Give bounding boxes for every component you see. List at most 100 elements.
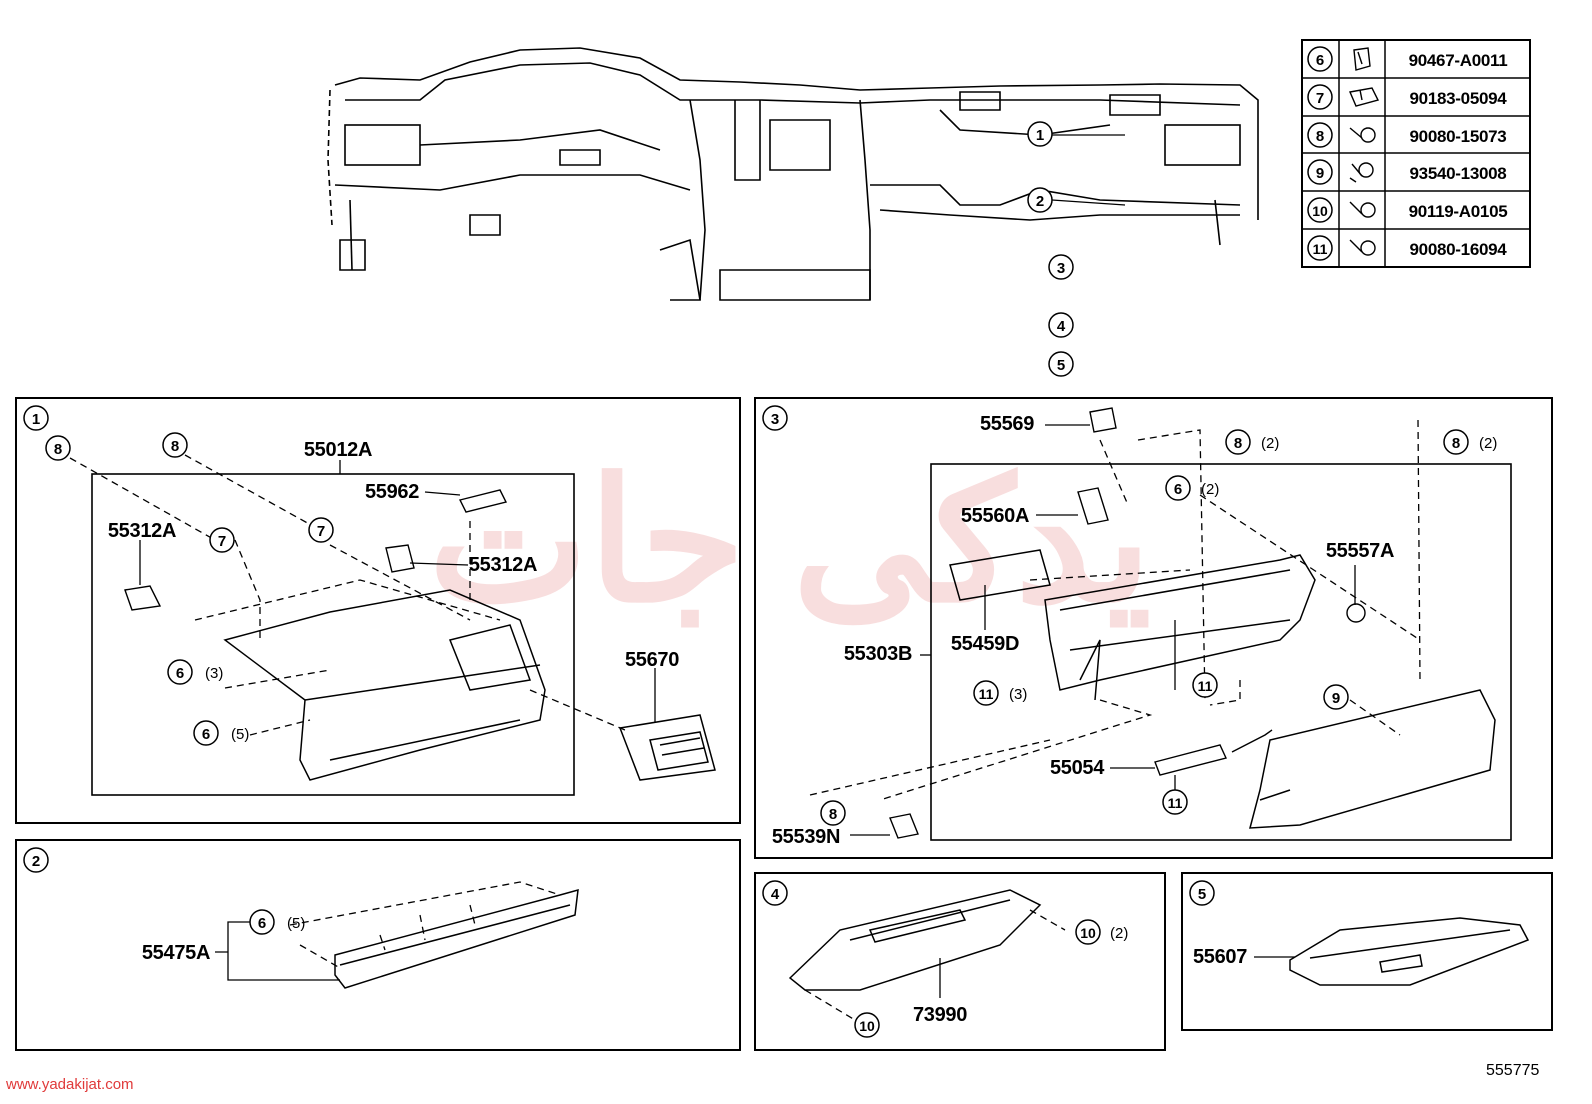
bracket-clip-icon	[1349, 87, 1380, 107]
panel-3: 3	[754, 397, 1553, 859]
fastener-index: 11	[1313, 241, 1328, 257]
overview-callout-2: 2	[1036, 193, 1044, 210]
fastener-index: 9	[1316, 165, 1324, 182]
label-55557a: 55557A	[1326, 540, 1394, 562]
screw-washer-icon	[1349, 239, 1376, 256]
fastener-part-number: 90080-15073	[1410, 127, 1507, 146]
small-parts-drawing	[889, 407, 1366, 839]
label-55054: 55054	[1050, 757, 1105, 779]
leader-lines	[289, 881, 561, 969]
fastener-index: 7	[1316, 90, 1324, 107]
leader-lines	[804, 909, 1066, 1021]
instrument-panel-lower-drawing	[223, 589, 546, 781]
fastener-table: 6 90467-A0011 7 90183-05094 8 90080-1507…	[1301, 39, 1531, 268]
callout-qty: (5)	[231, 726, 249, 743]
fastener-index: 8	[1316, 128, 1324, 145]
label-55569: 55569	[980, 413, 1034, 435]
clip-icon	[1353, 47, 1371, 71]
leader-lines	[809, 419, 1421, 801]
callout-6: 6	[258, 915, 266, 932]
callout-6: 6	[202, 726, 210, 743]
callout-6: 6	[1174, 481, 1182, 498]
panel-1: 1	[15, 397, 741, 824]
callout-6: 6	[176, 665, 184, 682]
fastener-row: 8 90080-15073	[1307, 122, 1507, 148]
callout-10: 10	[1080, 925, 1096, 941]
fastener-row: 7 90183-05094	[1307, 84, 1508, 110]
fastener-row: 9 93540-13008	[1307, 159, 1507, 185]
fastener-part-number: 90119-A0105	[1409, 202, 1508, 221]
panel-5: 5 55607	[1181, 872, 1553, 1031]
callout-8: 8	[1234, 435, 1242, 452]
website-text: www.yadakijat.com	[6, 1076, 134, 1093]
panel-number: 5	[1198, 886, 1206, 903]
callout-qty: (2)	[1479, 435, 1497, 452]
diagram-id: 555775	[1486, 1062, 1540, 1079]
fastener-index: 10	[1312, 203, 1328, 219]
label-leaders	[139, 460, 656, 722]
leader-lines	[69, 454, 626, 736]
callout-8: 8	[54, 441, 62, 458]
screw-washer-icon	[1349, 127, 1376, 143]
fastener-part-number: 90080-16094	[1410, 240, 1508, 259]
callout-qty: (3)	[205, 665, 223, 682]
label-leaders	[850, 424, 1356, 836]
callout-qty: (2)	[1261, 435, 1279, 452]
air-register-drawing	[618, 714, 716, 781]
panel-number: 3	[771, 411, 779, 428]
callout-11: 11	[1198, 678, 1213, 694]
glove-box-frame-drawing	[1044, 554, 1316, 701]
overview-callout-3: 3	[1057, 260, 1065, 277]
glove-compartment-drawing	[788, 889, 1042, 991]
callout-8: 8	[829, 806, 837, 823]
pad-drawing	[949, 549, 1051, 601]
label-55312a-left: 55312A	[108, 520, 176, 542]
callout-qty: (2)	[1110, 925, 1128, 942]
watermark-text: یدکی جات	[428, 447, 1151, 637]
overview-callout-1: 1	[1036, 127, 1044, 144]
callout-7: 7	[218, 533, 226, 550]
panel-number: 1	[32, 411, 40, 428]
callout-8: 8	[171, 438, 179, 455]
callout-qty: (2)	[1201, 481, 1219, 498]
glove-box-door-reinforcement-drawing	[334, 888, 579, 989]
panel-number: 4	[771, 886, 780, 903]
label-55459d: 55459D	[951, 633, 1019, 655]
callout-qty: (3)	[1009, 686, 1027, 703]
label-55962: 55962	[365, 481, 419, 503]
label-55475a: 55475A	[142, 942, 210, 964]
callout-7: 7	[317, 523, 325, 540]
fastener-part-number: 90183-05094	[1410, 89, 1508, 108]
clip-drawing	[124, 489, 508, 611]
callout-qty: (5)	[287, 915, 305, 932]
fastener-row: 6 90467-A0011	[1307, 46, 1508, 72]
callout-9: 9	[1332, 690, 1340, 707]
panel-number: 2	[32, 853, 40, 870]
callout-11: 11	[1168, 795, 1183, 811]
fastener-row: 11 90080-16094	[1307, 235, 1508, 261]
glove-box-door-drawing	[1249, 689, 1496, 829]
callout-10: 10	[859, 1018, 875, 1034]
bolt-washer-icon	[1349, 201, 1376, 218]
overview-callouts: 1 2 3 4 5	[1027, 121, 1126, 377]
label-55607: 55607	[1193, 946, 1247, 968]
label-73990: 73990	[913, 1004, 967, 1026]
label-leaders	[215, 921, 340, 981]
screw-icon	[1349, 162, 1374, 183]
fastener-part-number: 90467-A0011	[1409, 51, 1508, 70]
label-55303b: 55303B	[844, 643, 912, 665]
fastener-part-number: 93540-13008	[1410, 164, 1507, 183]
label-55670: 55670	[625, 649, 679, 671]
label-55539n: 55539N	[772, 826, 840, 848]
overview-callout-5: 5	[1057, 357, 1065, 374]
fastener-row: 10 90119-A0105	[1307, 197, 1508, 223]
fastener-index: 6	[1316, 52, 1324, 69]
label-55012a: 55012A	[304, 439, 372, 461]
callout-8: 8	[1452, 435, 1460, 452]
panel-2: 2 55475A 6 (5)	[15, 839, 741, 1051]
label-55560a: 55560A	[961, 505, 1029, 527]
panel-4: 4 73990 10 (2) 10	[754, 872, 1166, 1051]
overview-callout-4: 4	[1057, 318, 1066, 335]
